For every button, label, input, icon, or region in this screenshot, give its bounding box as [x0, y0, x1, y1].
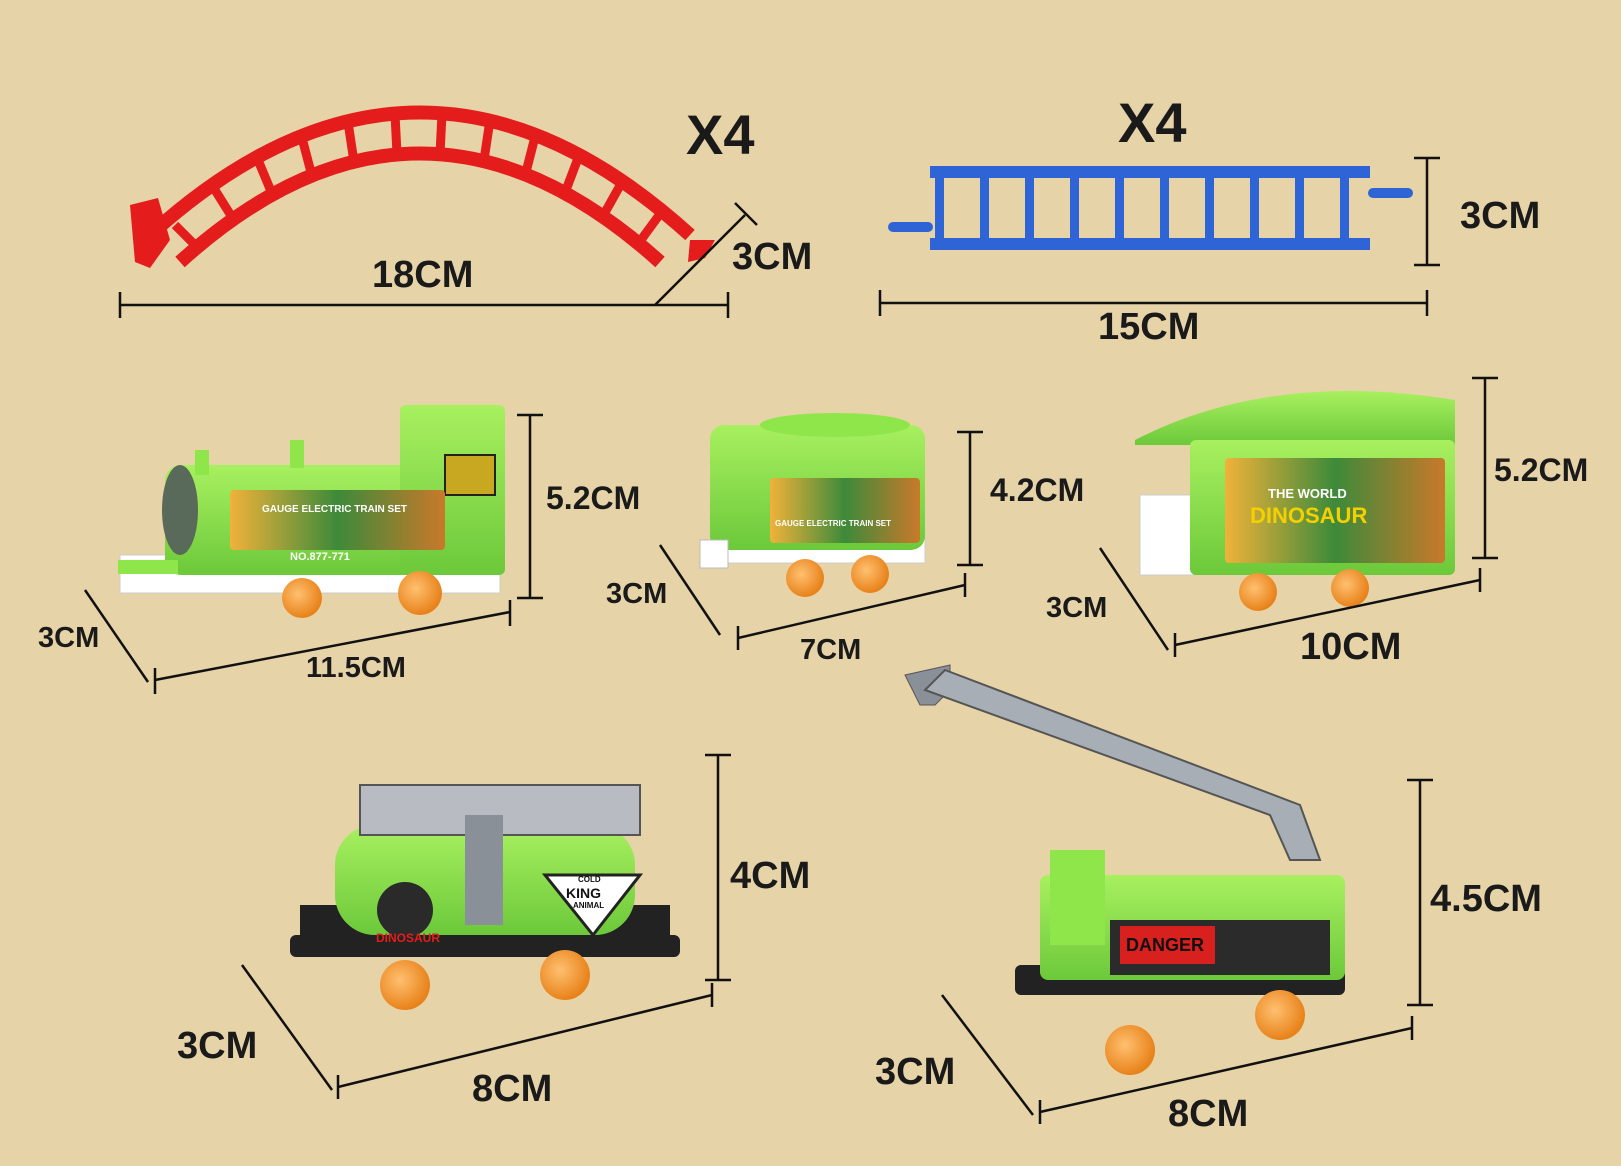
passenger-car-illustration [1135, 391, 1455, 611]
tank-car-badge-line1: COLD [578, 875, 601, 884]
curved-track-quantity: X4 [686, 103, 755, 166]
passenger-car-length-label: 10CM [1300, 626, 1402, 668]
tender-sticker-text: GAUGE ELECTRIC TRAIN SET [775, 519, 892, 528]
dimension-lines [83, 156, 1498, 1124]
tank-car-length-label: 8CM [472, 1068, 553, 1110]
locomotive-sticker-text: GAUGE ELECTRIC TRAIN SET [262, 504, 408, 515]
tank-car-badge-line3: ANIMAL [573, 901, 605, 910]
crane-car-depth-label: 3CM [875, 1051, 956, 1093]
locomotive-height-label: 5.2CM [546, 480, 641, 516]
passenger-car-depth-label: 3CM [1046, 592, 1108, 624]
straight-track-length-label: 15CM [1098, 306, 1200, 348]
locomotive-length-label: 11.5CM [306, 652, 406, 684]
locomotive-illustration [118, 405, 505, 618]
crane-car-warning-text: DANGER [1126, 935, 1205, 955]
locomotive-depth-label: 3CM [38, 622, 100, 654]
locomotive-number-plate: NO.877-771 [290, 551, 350, 563]
tender-depth-label: 3CM [606, 578, 668, 610]
tender-height-label: 4.2CM [990, 472, 1085, 508]
passenger-car-height-label: 5.2CM [1494, 452, 1589, 488]
straight-track-width-label: 3CM [1460, 195, 1541, 237]
curved-track-width-label: 3CM [732, 236, 813, 278]
crane-car-length-label: 8CM [1168, 1093, 1249, 1135]
straight-track-piece [888, 166, 1413, 250]
tender-length-label: 7CM [800, 634, 862, 666]
tank-car-illustration [290, 784, 680, 1010]
passenger-car-sticker-line2: DINOSAUR [1250, 503, 1368, 528]
curved-track-piece [130, 105, 715, 268]
crane-car-height-label: 4.5CM [1430, 878, 1542, 920]
tank-car-depth-label: 3CM [177, 1025, 258, 1067]
passenger-car-sticker-line1: THE WORLD [1268, 486, 1347, 501]
crane-car-illustration [904, 664, 1345, 1075]
tank-car-badge-line2: KING [566, 885, 601, 901]
tank-car-logo-text: DINOSAUR [376, 931, 441, 945]
tender-car-illustration [699, 413, 926, 597]
straight-track-quantity: X4 [1118, 91, 1187, 154]
curved-track-length-label: 18CM [372, 254, 474, 296]
tank-car-height-label: 4CM [730, 855, 811, 897]
